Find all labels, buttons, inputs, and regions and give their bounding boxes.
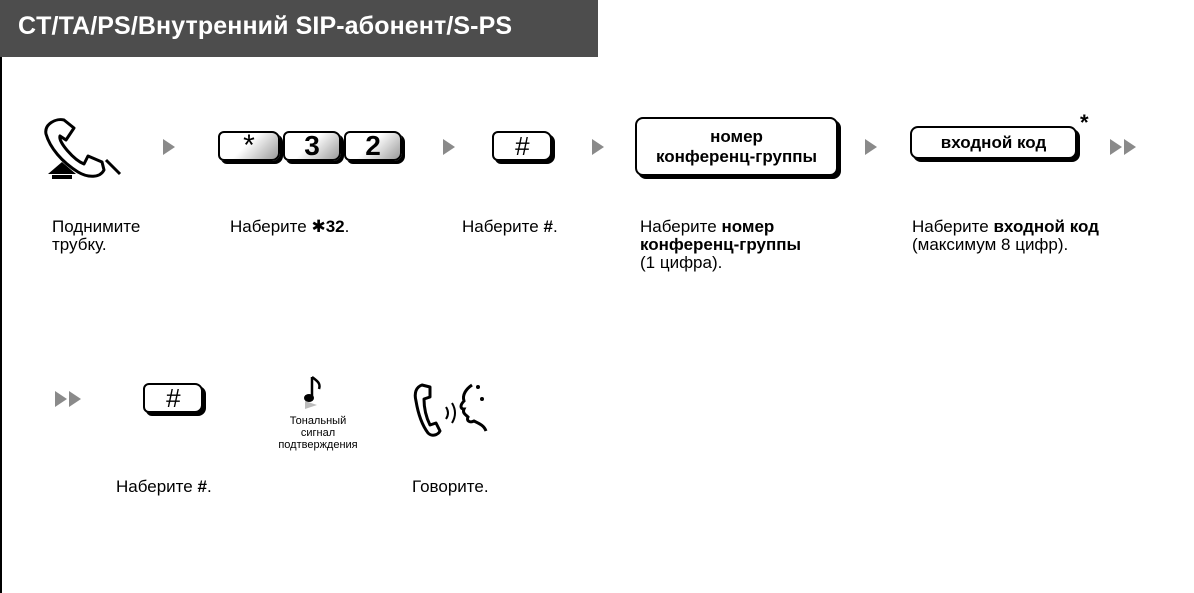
dial-hash-code: # — [543, 217, 553, 236]
entry-code-label: входной код — [940, 132, 1047, 152]
dial32-code: ✱32 — [311, 217, 345, 236]
tone-line3: подтверждения — [278, 439, 358, 451]
code-bold: входной код — [993, 217, 1099, 236]
entry-code-note: * — [1080, 110, 1089, 135]
two-key-label: 2 — [365, 130, 381, 161]
dial-hash2-suffix: . — [206, 477, 212, 496]
three-key-label: 3 — [304, 130, 320, 161]
conf-prefix: Наберите — [640, 217, 722, 236]
star-key: * — [218, 129, 280, 162]
step-lift-text: Поднимите трубку. — [52, 218, 140, 254]
lift-line1: Поднимите — [52, 217, 141, 236]
two-key: 2 — [344, 130, 402, 161]
hash-key-label: # — [514, 130, 530, 161]
dial32-suffix: . — [344, 217, 350, 236]
step-hash2-text: Наберите #. — [116, 478, 212, 496]
conf-line3: (1 цифра). — [640, 253, 723, 272]
hash-key-2: # — [143, 383, 203, 413]
code-prefix: Наберите — [912, 217, 994, 236]
dial-hash2-prefix: Наберите — [116, 477, 198, 496]
three-key: 3 — [283, 130, 341, 161]
page-title: CT/TA/PS/Внутренний SIP-абонент/S-PS — [18, 12, 513, 40]
double-arrow-icon — [55, 391, 87, 407]
play-arrow-icon — [443, 139, 455, 155]
entry-code-box: входной код — [910, 126, 1077, 159]
step-code-text: Наберите входной код (максимум 8 цифр). — [912, 218, 1099, 254]
play-arrow-icon — [865, 139, 877, 155]
dial-hash-prefix: Наберите — [462, 217, 544, 236]
tone-caption: Тональный сигнал подтверждения — [270, 415, 366, 451]
double-arrow-icon — [1110, 139, 1142, 155]
conf-bold2: конференц-группы — [640, 235, 802, 254]
lift-line2: трубку. — [52, 235, 107, 254]
play-arrow-icon — [163, 139, 175, 155]
code-line2: (максимум 8 цифр). — [912, 235, 1069, 254]
section-header: CT/TA/PS/Внутренний SIP-абонент/S-PS — [0, 0, 598, 57]
handset-offhook-icon — [44, 118, 122, 179]
music-note-icon — [304, 376, 321, 409]
hash-key-2-label: # — [165, 382, 181, 413]
talk-text: Говорите. — [412, 477, 489, 496]
dial-hash-suffix: . — [552, 217, 558, 236]
conference-number-line2: конференц-группы — [655, 146, 817, 166]
star-key-label: * — [243, 129, 255, 162]
dial32-prefix: Наберите — [230, 217, 312, 236]
conference-number-line1: номер — [710, 126, 763, 146]
step-hash-text: Наберите #. — [462, 218, 558, 236]
frame-border — [0, 0, 2, 593]
tone-line2: сигнал — [300, 427, 336, 439]
step-conf-text: Наберите номер конференц-группы (1 цифра… — [640, 218, 801, 272]
tone-line1: Тональный — [289, 415, 347, 427]
play-arrow-icon — [592, 139, 604, 155]
dial-hash2-code: # — [197, 477, 207, 496]
step-talk-text: Говорите. — [412, 478, 489, 496]
step-dial32-text: Наберите ✱32. — [230, 218, 349, 236]
conf-bold1: номер — [721, 217, 775, 236]
conference-number-box: номер конференц-группы — [635, 117, 838, 176]
hash-key: # — [492, 131, 552, 161]
talking-handset-icon — [413, 383, 488, 437]
